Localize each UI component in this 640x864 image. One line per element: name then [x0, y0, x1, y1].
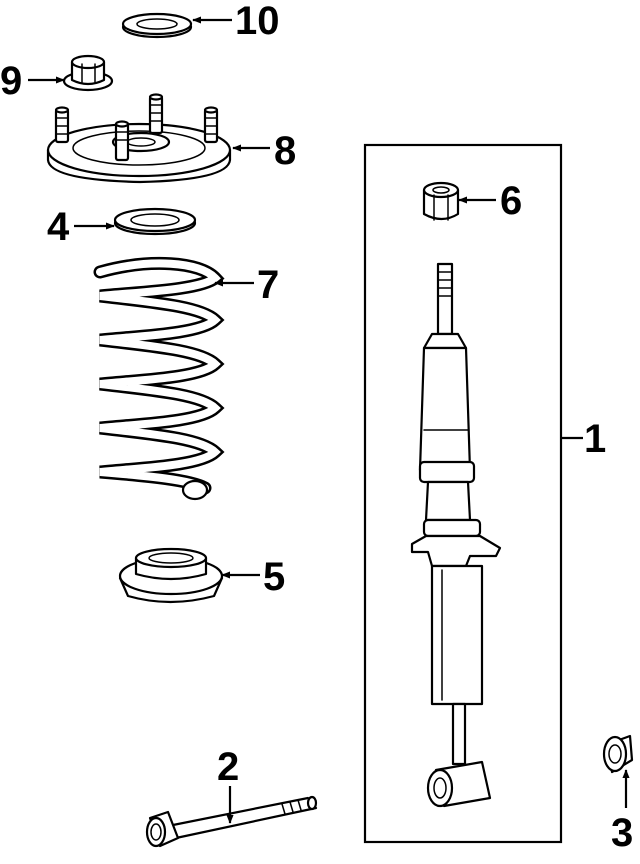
- part-2-bolt: [145, 795, 318, 848]
- leader-lines: [28, 16, 630, 824]
- callout-5: 5: [263, 555, 285, 599]
- callout-1: 1: [584, 417, 606, 461]
- callout-6: 6: [500, 179, 522, 223]
- callout-9: 9: [0, 59, 22, 103]
- part-1-shock-absorber: [410, 262, 502, 808]
- callout-4: 4: [47, 205, 70, 249]
- assembly-box: [363, 143, 563, 844]
- callout-7: 7: [257, 263, 279, 307]
- part-4-insulator: [113, 207, 197, 236]
- part-7-coil-spring: [93, 256, 225, 501]
- callout-2: 2: [217, 745, 239, 789]
- part-10-washer: [121, 12, 193, 39]
- part-8-upper-mount: [46, 93, 232, 184]
- part-3-nut: [602, 734, 634, 774]
- callout-3: 3: [611, 811, 633, 855]
- part-9-nut: [62, 54, 114, 92]
- callout-8: 8: [274, 129, 296, 173]
- part-6-hex-nut: [422, 181, 460, 221]
- part-5-lower-seat: [118, 547, 224, 604]
- callout-10: 10: [235, 0, 280, 43]
